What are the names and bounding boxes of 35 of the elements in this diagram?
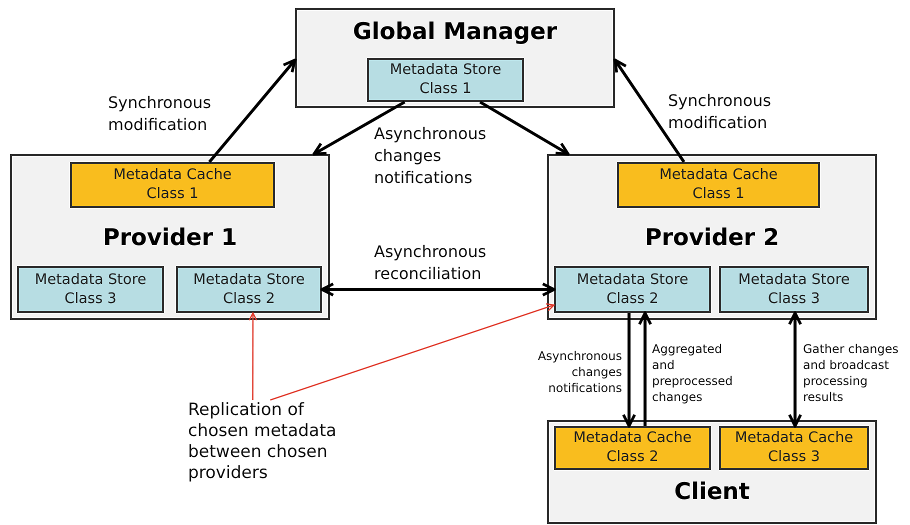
store-box: Metadata Store Class 1: [367, 58, 524, 102]
component-box: [295, 8, 615, 108]
heading: Global Manager: [352, 18, 558, 46]
note-text: Replication of chosen metadata between chosen providers: [188, 400, 363, 495]
arrow: [788, 312, 802, 428]
cache-box: Metadata Cache Class 1: [617, 162, 820, 208]
arrow: [312, 100, 406, 156]
store-box: Metadata Store Class 2: [176, 266, 322, 313]
arrow: [320, 282, 556, 296]
arrow: [622, 313, 636, 428]
store-box: Metadata Store Class 2: [554, 266, 711, 313]
cache-box: Metadata Cache Class 2: [554, 426, 711, 470]
cache-box: Metadata Cache Class 1: [70, 162, 275, 208]
store-box: Metadata Store Class 3: [719, 266, 869, 313]
edge-label: Synchronous modification: [108, 92, 212, 136]
arrow: [208, 58, 296, 163]
edge-label: Gather changes and broadcast processing results: [803, 341, 900, 405]
component-box: [10, 154, 330, 320]
heading: Provider 2: [644, 224, 780, 252]
arrow: [479, 100, 570, 156]
arrow: [248, 312, 258, 400]
edge-label: Asynchronous reconciliation: [374, 241, 488, 285]
edge-label: Synchronous modification: [668, 90, 772, 134]
edge-label: Asynchronous changes notifications: [536, 348, 622, 396]
edge-label: Aggregated and preprocessed changes: [652, 341, 734, 405]
component-box: [547, 420, 877, 524]
cache-box: Metadata Cache Class 3: [719, 426, 869, 470]
arrow: [638, 312, 652, 426]
store-box: Metadata Store Class 3: [17, 266, 164, 313]
note-text: Asynchronous changes notifications: [374, 123, 488, 189]
heading: Provider 1: [102, 224, 238, 252]
component-box: [547, 154, 877, 320]
arrow: [270, 303, 555, 401]
heading: Client: [673, 478, 751, 506]
arrow: [614, 58, 686, 163]
